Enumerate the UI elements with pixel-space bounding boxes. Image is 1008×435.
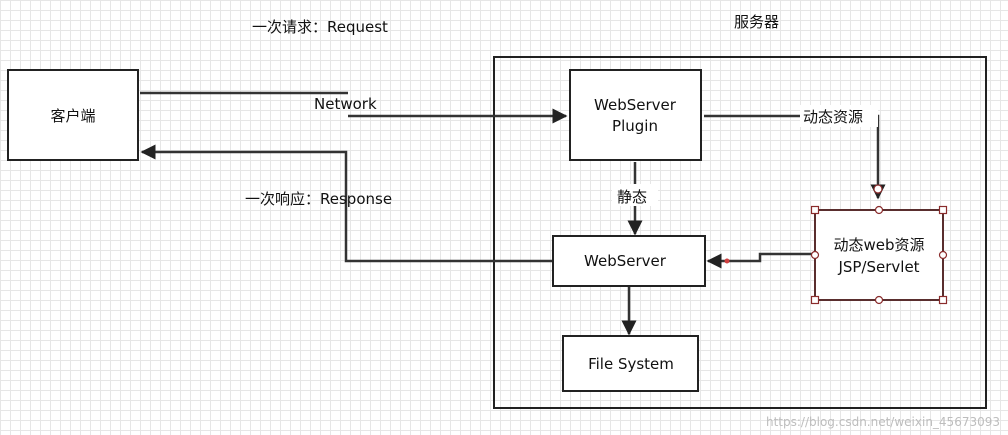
network-label: Network: [314, 95, 377, 113]
server-title: 服务器: [734, 13, 779, 31]
request-label: 一次请求：Request: [252, 18, 388, 36]
connection-point: [724, 258, 730, 264]
watermark: https://blog.csdn.net/weixin_45673093: [766, 415, 1000, 429]
response-arrow[interactable]: [140, 144, 553, 263]
plugin-box[interactable]: [569, 69, 702, 161]
client-box[interactable]: [7, 69, 139, 161]
dynamic-resource-arrow[interactable]: [704, 114, 886, 200]
client-label: 客户端: [50, 107, 95, 125]
filesystem-box[interactable]: [562, 335, 699, 392]
server-container[interactable]: [493, 56, 987, 409]
dynamic-label-line1: 动态web资源: [833, 236, 924, 254]
static-label: 静态: [617, 188, 647, 206]
dynamic-label-line2: JSP/Servlet: [837, 258, 919, 276]
webserver-label: WebServer: [584, 252, 667, 270]
plugin-label-line2: Plugin: [612, 117, 658, 135]
filesystem-label: File System: [588, 355, 674, 373]
webserver-box[interactable]: [552, 235, 706, 287]
dynamic-to-webserver-arrow[interactable]: [706, 252, 813, 269]
selection-handles: [724, 184, 948, 305]
dynamic-resource-label: 动态资源: [803, 108, 863, 126]
response-label: 一次响应：Response: [245, 190, 392, 208]
plugin-label-line1: WebServer: [594, 96, 677, 114]
dynamic-resource-box[interactable]: [814, 209, 944, 301]
